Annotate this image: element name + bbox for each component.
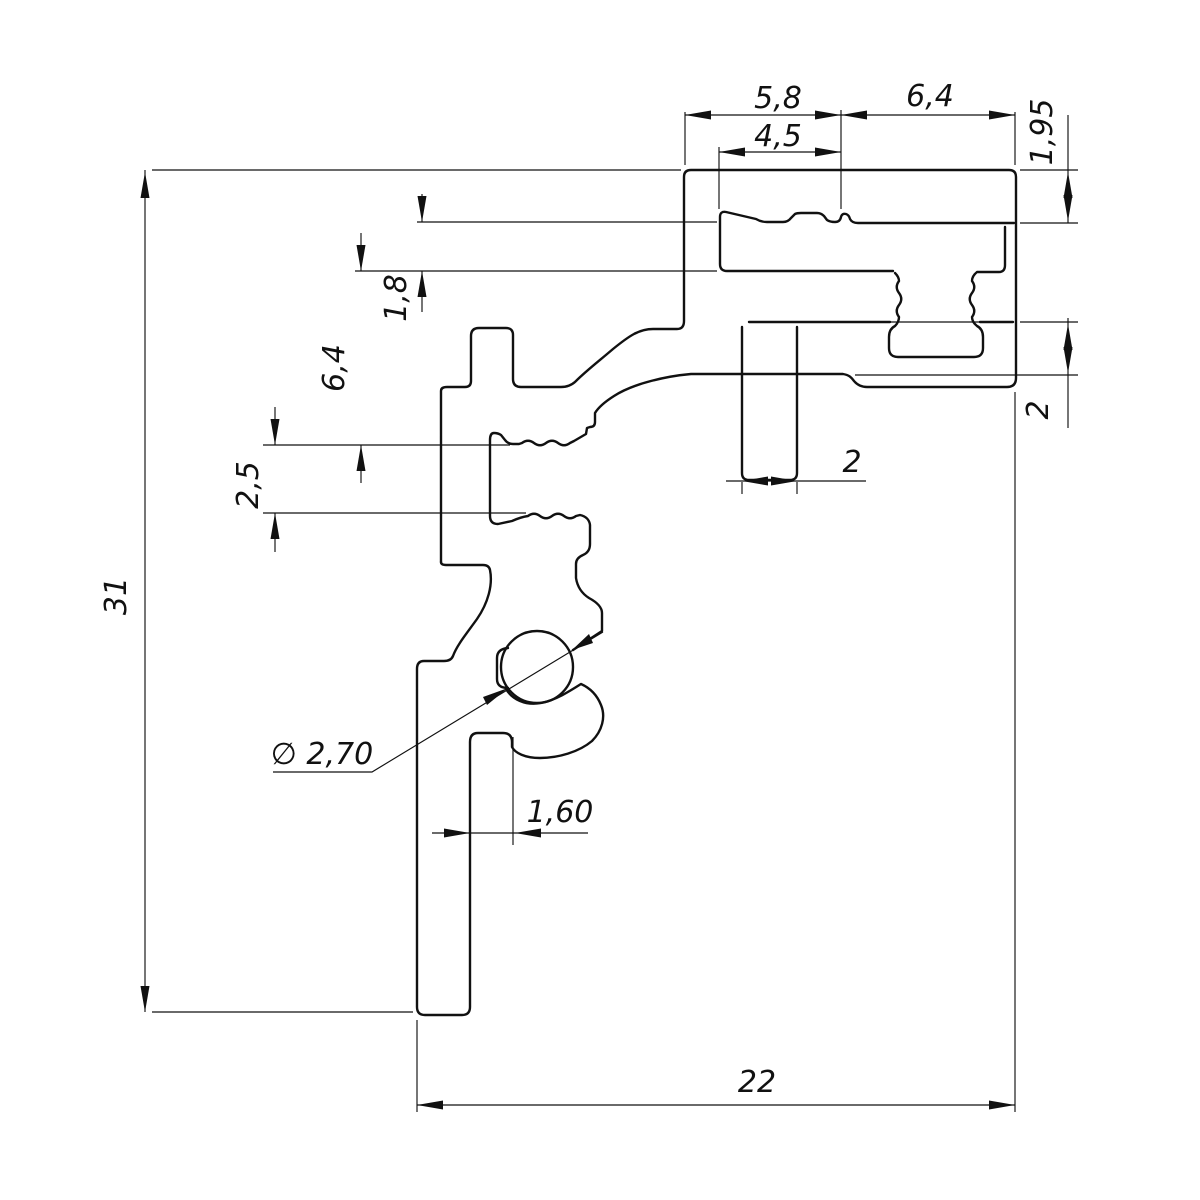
dim-top-slot-inner: 4,5 — [754, 119, 802, 154]
dim-top-right-width: 6,4 — [906, 79, 954, 114]
profile-main-contour — [439, 168, 1018, 652]
leader-line — [273, 631, 604, 773]
dim-serration-gap: 2,5 — [231, 461, 266, 509]
dim-left-mid-height: 6,4 — [317, 344, 352, 392]
extension-lines — [152, 110, 1078, 1112]
dimension-labels: 5,8 6,4 4,5 1,95 1,8 6,4 2,5 31 ∅ 2,70 1… — [99, 79, 1060, 1100]
profile-outline — [415, 168, 1018, 1017]
bore-lip — [495, 646, 510, 690]
dim-tab-width: 2 — [842, 445, 861, 480]
dim-overall-width: 22 — [738, 1065, 776, 1100]
top-bar-groove — [718, 210, 1016, 273]
dimension-lines — [144, 114, 1069, 1106]
dim-step-height: 1,8 — [379, 274, 414, 322]
tab — [740, 325, 799, 482]
dim-leg-web-width: 1,60 — [527, 795, 594, 830]
bore-circle — [499, 629, 575, 705]
dim-bore-diameter: ∅ 2,70 — [271, 737, 373, 772]
profile-leg-and-hook — [415, 560, 605, 1017]
arrowheads — [140, 110, 1073, 1110]
dim-arm-thickness: 2 — [1021, 400, 1056, 419]
screw-channel — [887, 225, 1007, 359]
dim-overall-height: 31 — [99, 577, 134, 615]
dim-top-slot-outer: 5,8 — [754, 81, 802, 116]
dim-top-bar-thickness: 1,95 — [1025, 99, 1060, 166]
